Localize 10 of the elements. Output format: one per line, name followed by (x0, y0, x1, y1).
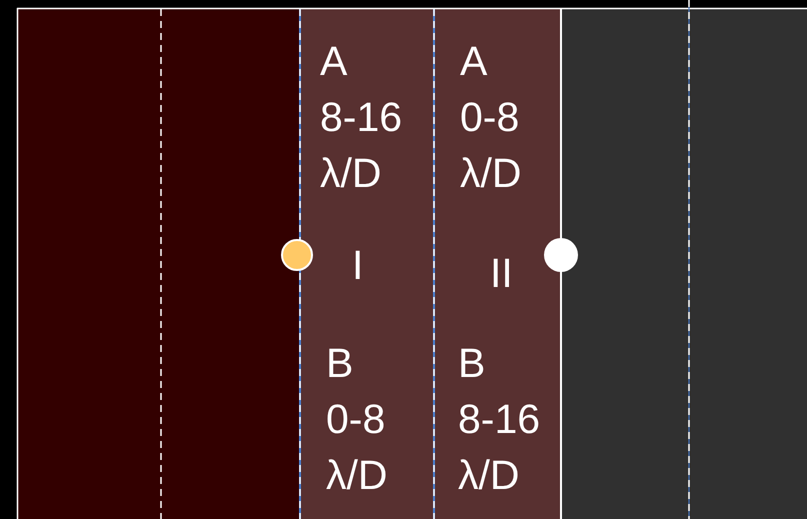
zone-band (561, 9, 807, 519)
zone-band (434, 9, 561, 519)
region-numeral: II (490, 249, 513, 298)
zone-label: A 8-16 λ/D (320, 37, 402, 198)
zone-band (18, 9, 300, 519)
region-numeral: I (352, 241, 364, 290)
zone-label: A 0-8 λ/D (460, 37, 522, 198)
zone-band (300, 9, 434, 519)
zone-label: B 8-16 λ/D (458, 339, 540, 500)
zone-label: B 0-8 λ/D (326, 339, 388, 500)
